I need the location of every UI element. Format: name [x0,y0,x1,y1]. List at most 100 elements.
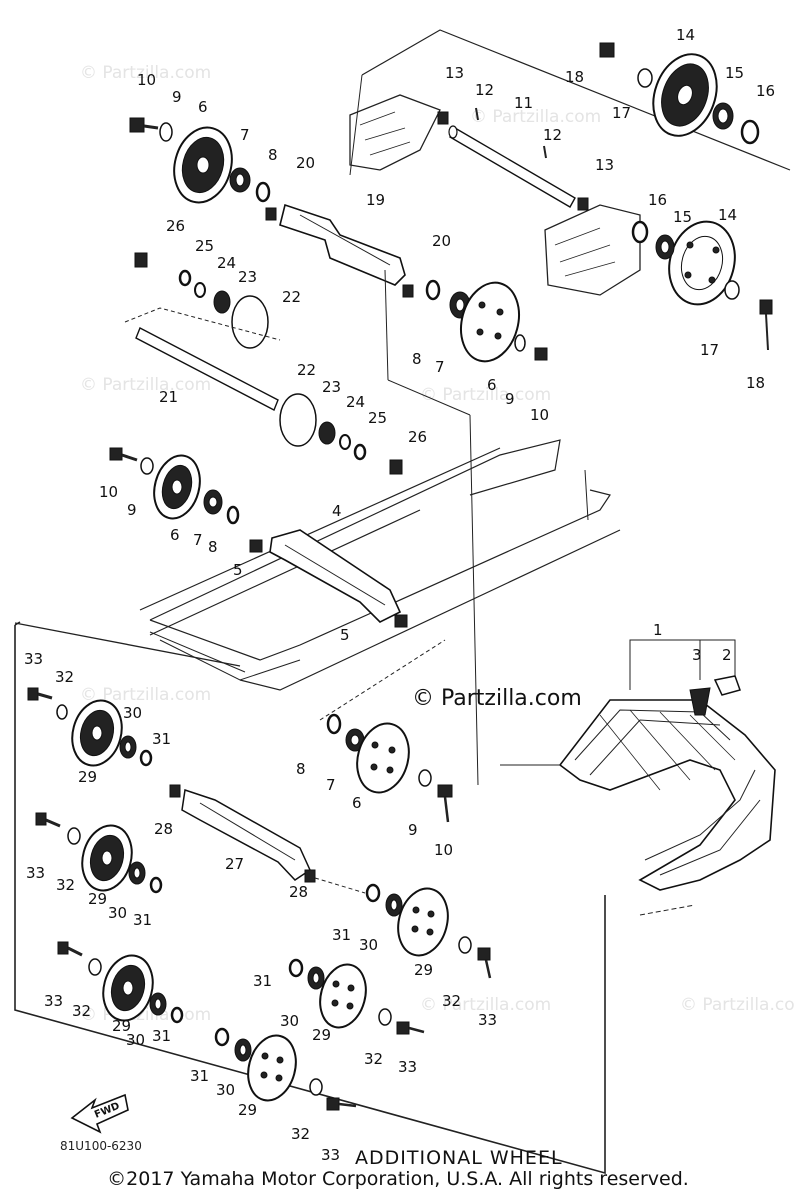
callout-17: 17 [700,341,719,359]
callout-28: 28 [289,883,308,901]
wheel-22-upper [231,295,269,349]
callout-32: 32 [364,1050,383,1068]
callout-33: 33 [24,650,43,668]
watermark: © Partzilla.com [80,375,211,395]
callout-33: 33 [44,992,63,1010]
callout-33: 33 [478,1011,497,1029]
callout-31: 31 [152,730,171,748]
callout-9: 9 [505,390,515,408]
part-3 [689,687,711,716]
callout-9: 9 [172,88,182,106]
callout-6: 6 [352,794,362,812]
callout-18: 18 [565,68,584,86]
callout-7: 7 [435,358,445,376]
callout-21: 21 [159,388,178,406]
callout-3: 3 [692,646,702,664]
callout-13: 13 [595,156,614,174]
callout-29: 29 [88,890,107,908]
callout-15: 15 [673,208,692,226]
callout-14: 14 [676,26,695,44]
callout-33: 33 [398,1058,417,1076]
callout-5: 5 [233,561,243,579]
part-13-upper [437,111,449,125]
callout-19: 19 [366,191,385,209]
watermark: © Partzilla.com [80,685,211,705]
track-assembly [500,639,776,916]
callout-7: 7 [240,126,250,144]
callout-8: 8 [208,538,218,556]
wheel-29-f [247,1034,297,1102]
callout-13: 13 [445,64,464,82]
callout-7: 7 [326,776,336,794]
axle-4-group [109,447,408,628]
callout-8: 8 [412,350,422,368]
callout-30: 30 [126,1031,145,1049]
callout-26: 26 [166,217,185,235]
callout-26: 26 [408,428,427,446]
wheel-29-c [397,887,449,957]
callout-10: 10 [99,483,118,501]
watermark: © Partzilla.com [80,63,211,83]
callout-5: 5 [340,626,350,644]
bolt-18-upper [599,42,615,58]
callout-8: 8 [296,760,306,778]
part-2 [713,675,741,696]
callout-32: 32 [55,668,74,686]
callout-9: 9 [408,821,418,839]
callout-31: 31 [133,911,152,929]
slide-rails [139,269,621,786]
callout-10: 10 [434,841,453,859]
callout-1: 1 [653,621,663,639]
watermark: © Partzilla.com [420,385,551,405]
track [558,699,776,891]
copyright-notice: ©2017 Yamaha Motor Corporation, U.S.A. A… [107,1168,689,1190]
part-13-lower [577,197,589,211]
callout-4: 4 [332,502,342,520]
callout-29: 29 [78,768,97,786]
callout-29: 29 [312,1026,331,1044]
callout-15: 15 [725,64,744,82]
callout-30: 30 [359,936,378,954]
watermark-layer: © Partzilla.com © Partzilla.com © Partzi… [80,63,796,1025]
callout-24: 24 [217,254,236,272]
rear-frame-group [349,29,791,351]
callout-10: 10 [137,71,156,89]
callout-16: 16 [648,191,667,209]
callout-33: 33 [26,864,45,882]
callout-10: 10 [530,406,549,424]
axle-19-group [124,203,548,475]
additional-wheel-inset: ADDITIONAL WHEEL [14,621,606,1175]
callout-29: 29 [112,1017,131,1035]
callout-27: 27 [225,855,244,873]
upper-left-wheel-group [129,117,271,204]
callout-6: 6 [170,526,180,544]
callout-6: 6 [198,98,208,116]
wheel-29-e [319,963,367,1029]
callout-30: 30 [123,704,142,722]
callout-31: 31 [152,1027,171,1045]
watermark: © Partzilla.com [470,107,601,127]
callout-30: 30 [216,1081,235,1099]
callout-18: 18 [746,374,765,392]
callout-30: 30 [280,1012,299,1030]
callout-25: 25 [195,237,214,255]
callout-32: 32 [442,992,461,1010]
callout-22: 22 [297,361,316,379]
callout-33: 33 [321,1146,340,1164]
callout-32: 32 [291,1125,310,1143]
callout-14: 14 [718,206,737,224]
wheel-6-mid-right [460,281,520,363]
callout-2: 2 [722,646,732,664]
callout-32: 32 [72,1002,91,1020]
callout-9: 9 [127,501,137,519]
forward-arrow: FWD [70,1093,129,1134]
callout-31: 31 [253,972,272,990]
partzilla-brand: © Partzilla.com [412,686,582,711]
callout-25: 25 [368,409,387,427]
callout-30: 30 [108,904,127,922]
callout-7: 7 [193,531,203,549]
watermark: © Partzilla.com [420,995,551,1015]
callout-29: 29 [238,1101,257,1119]
callout-20: 20 [432,232,451,250]
